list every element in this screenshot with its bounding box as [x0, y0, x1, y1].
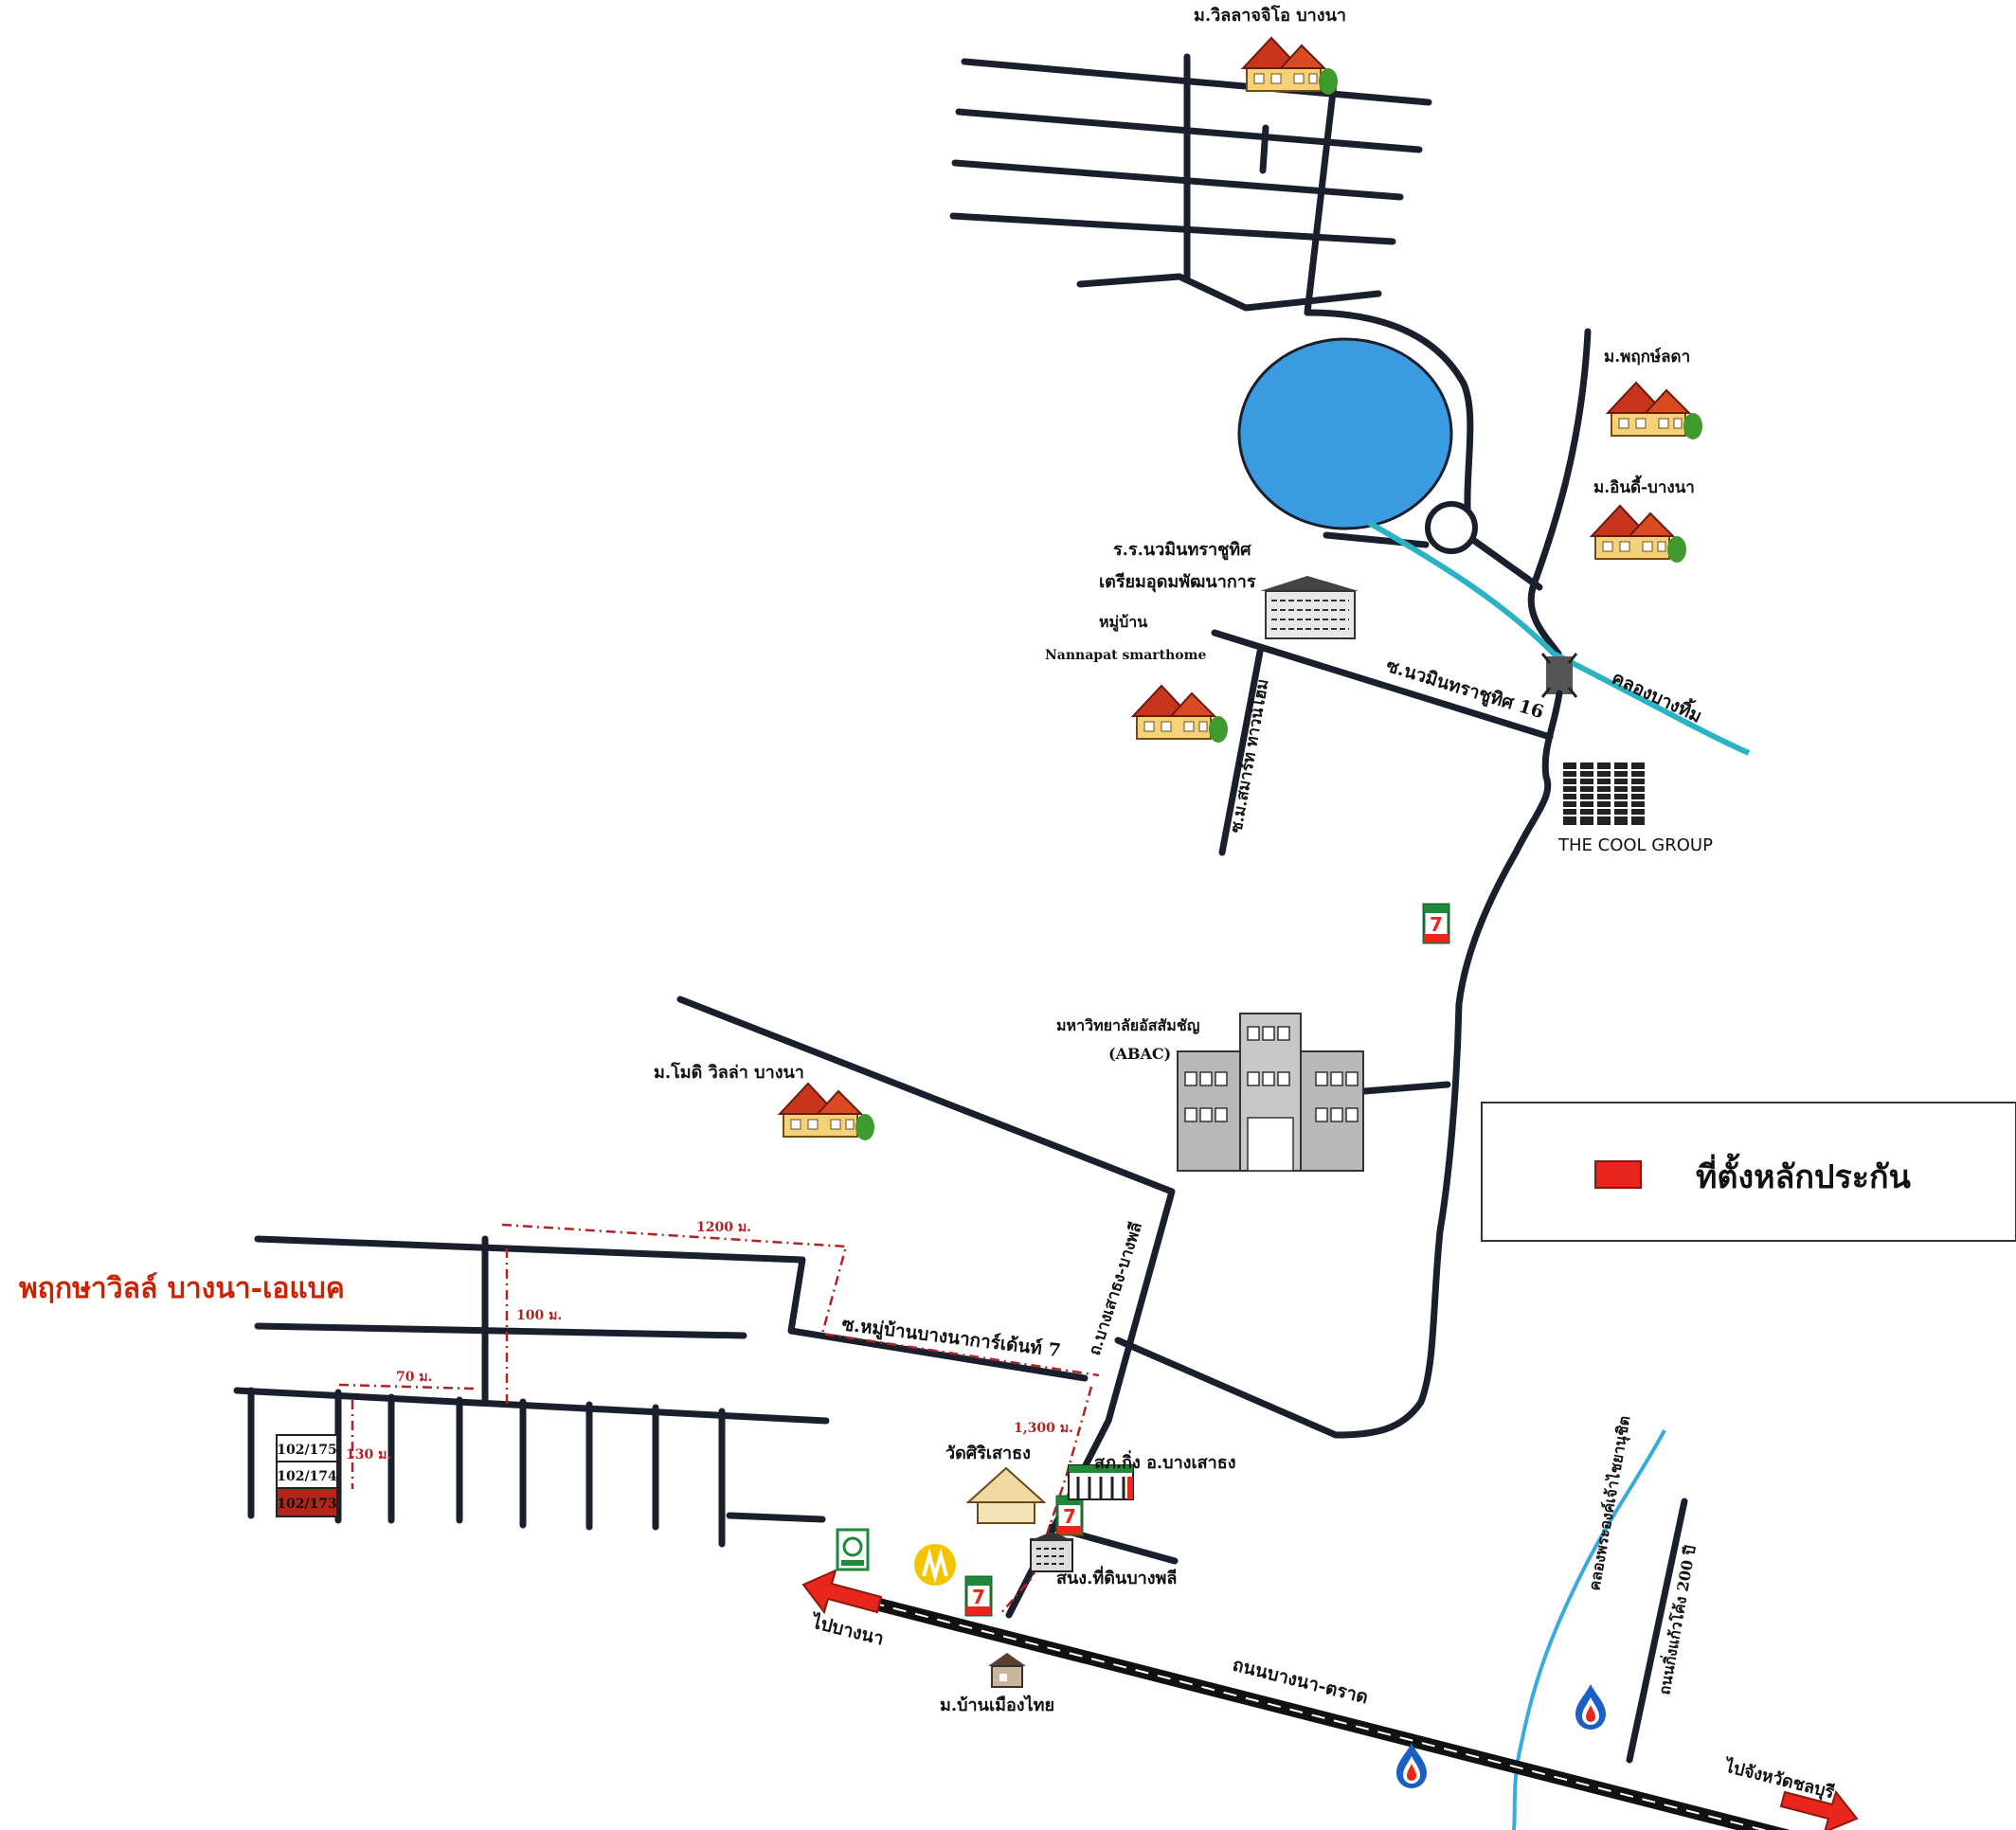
- seven-eleven-icon: [1055, 1495, 1084, 1536]
- label-abac-2: (ABAC): [1108, 1045, 1171, 1063]
- label-ban-muang-thai: ม.บ้านเมืองไทย: [940, 1695, 1054, 1715]
- modi-villa-road: [676, 996, 1176, 1619]
- seven-eleven-icon: [1422, 903, 1450, 944]
- abac-road: [1360, 1081, 1451, 1095]
- label-abac-1: มหาวิทยาลัยอัสสัมชัญ: [1056, 1016, 1199, 1035]
- soi-nawamin-road: [1211, 629, 1554, 741]
- plot-stack: [276, 1434, 338, 1517]
- canal-bang-tim: [1367, 520, 1751, 756]
- legend-swatch: [1594, 1160, 1642, 1189]
- label-police: สภ.กิ่ง อ.บางเสาธง: [1094, 1450, 1236, 1473]
- label-to-bangna: ไปบางนา: [808, 1610, 886, 1649]
- bank-icon: [914, 1544, 956, 1586]
- map-title: พฤกษาวิลล์ บางนา-เอแบค: [19, 1272, 345, 1305]
- house-icon: [1132, 685, 1229, 744]
- main-road: [1114, 690, 1563, 1439]
- police-station-icon: [1068, 1464, 1134, 1500]
- label-klong-bangtim: คลองบางทิ้ม: [1609, 664, 1707, 727]
- bangna-trad-highway: [825, 1585, 1791, 1830]
- legend: ที่ตั้งหลักประกัน: [1481, 1102, 2016, 1242]
- lake: [1237, 337, 1453, 530]
- house-icon: [1591, 505, 1687, 564]
- river-prawet: [1512, 1429, 1666, 1830]
- label-road-bangsaothong: ถ.บางเสาธง-บางพลี: [1085, 1220, 1146, 1358]
- label-cool-group: THE COOL GROUP: [1557, 835, 1713, 855]
- label-indy-bangna: ม.อินดี้-บางนา: [1593, 475, 1695, 497]
- house-icon: [1242, 37, 1339, 96]
- label-klong-prawet: คลองพระองค์เจ้าไชยานุชิต: [1585, 1414, 1634, 1592]
- label-modi-villa: ม.โมดิ วิลล่า บางนา: [654, 1062, 804, 1083]
- soi-smart-road: [1218, 648, 1264, 856]
- ptt-fuel-icon: [1575, 1684, 1606, 1730]
- house-icon: [988, 1653, 1026, 1688]
- kingkaew-road: [1626, 1498, 1688, 1764]
- dimension-1200: 1200 ม.: [696, 1220, 751, 1235]
- label-school-2: เตรียมอุดมพัฒนาการ: [1099, 572, 1256, 593]
- label-villa-jjo: ม.วิลลาจจิโอ บางนา: [1194, 5, 1346, 26]
- seven-eleven-icon: [964, 1575, 993, 1617]
- label-school-1: ร.ร.นวมินทราชูทิศ: [1113, 540, 1251, 561]
- left-village-roads: [233, 1235, 830, 1548]
- dimension-1300: 1,300 ม.: [1014, 1421, 1073, 1436]
- top-village-roads: [949, 53, 1474, 534]
- dimension-70: 70 ม.: [396, 1370, 432, 1385]
- legend-label: ที่ตั้งหลักประกัน: [1696, 1158, 1911, 1196]
- label-pruksa-lada: ม.พฤกษ์ลดา: [1604, 347, 1690, 367]
- label-wat: วัดศิริเสาธง: [945, 1444, 1031, 1463]
- plot-label-3: 102/173: [277, 1497, 337, 1512]
- plot-label-1: 102/175: [277, 1443, 337, 1458]
- label-land-office: สนง.ที่ดินบางพลี: [1056, 1566, 1177, 1588]
- label-nannapat-1: หมู่บ้าน: [1099, 613, 1147, 633]
- temple-icon: [965, 1466, 1047, 1524]
- arrow-left-icon: [801, 1569, 883, 1615]
- office-tower-icon: [1563, 762, 1645, 825]
- soi-bangna-garden-road: [254, 1235, 1089, 1382]
- school-building-icon: [1260, 576, 1359, 639]
- dimension-lines: [338, 1223, 1100, 1616]
- dimension-130: 130 ม.: [346, 1447, 391, 1462]
- label-nannapat-2: Nannapat smarthome: [1045, 648, 1206, 663]
- land-office-icon: [1029, 1532, 1074, 1572]
- label-to-chonburi: ไปจังหวัดชลบุรี: [1721, 1755, 1837, 1803]
- university-building-icon: [1177, 1013, 1364, 1172]
- dimension-100: 100 ม.: [516, 1308, 562, 1323]
- house-icon: [779, 1083, 875, 1141]
- plot-label-2: 102/174: [277, 1469, 337, 1484]
- house-icon: [1607, 382, 1703, 440]
- bridge-icon: [1540, 653, 1578, 698]
- pttgas-icon: [836, 1528, 870, 1571]
- label-soi-smart: ซ.ม.สมาร์ท ทาวน์โฮม: [1226, 677, 1272, 834]
